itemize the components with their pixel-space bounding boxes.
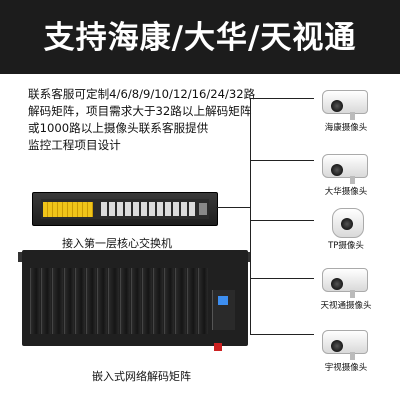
- card-slot: [30, 268, 41, 334]
- lan-port-icon: [218, 296, 228, 305]
- banner-title: 支持海康/大华/天视通: [43, 20, 357, 56]
- card-slot: [41, 268, 52, 334]
- switch-ports: [101, 202, 197, 216]
- camera-item: 宇视摄像头: [316, 326, 376, 384]
- card-slot: [119, 268, 130, 334]
- bullet-camera-icon: [322, 268, 368, 292]
- switch-caption: 接入第一层核心交换机: [62, 237, 172, 250]
- chassis-caption: 嵌入式网络解码矩阵: [92, 370, 191, 383]
- bullet-camera-icon: [322, 330, 368, 354]
- card-slot: [97, 268, 108, 334]
- card-slot: [130, 268, 141, 334]
- camera-item: 大华摄像头: [316, 150, 376, 208]
- description-line: 联系客服可定制4/6/8/9/10/12/16/24/32路: [28, 87, 256, 101]
- camera-item: 海康摄像头: [316, 86, 376, 144]
- connector-line: [250, 278, 314, 279]
- connector-line: [250, 98, 314, 99]
- network-switch-image: [32, 192, 218, 226]
- camera-label: 海康摄像头: [324, 123, 368, 133]
- controller-card: [212, 290, 235, 330]
- connector-line: [250, 160, 314, 161]
- header-banner: 支持海康/大华/天视通: [0, 0, 400, 74]
- card-slot: [63, 268, 74, 334]
- card-slot: [153, 268, 164, 334]
- card-slot: [164, 268, 175, 334]
- camera-item: 天视通摄像头: [316, 264, 376, 322]
- connector-line: [250, 220, 314, 221]
- description-text: 联系客服可定制4/6/8/9/10/12/16/24/32路 解码矩阵，项目需求…: [28, 86, 278, 154]
- camera-label: 宇视摄像头: [324, 363, 368, 373]
- camera-label: 大华摄像头: [324, 187, 368, 197]
- card-slot: [197, 268, 208, 334]
- description-line: 监控工程项目设计: [28, 138, 121, 152]
- description-line: 或1000路以上摄像头联系客服提供: [28, 121, 209, 135]
- switch-front-panel: [41, 199, 209, 219]
- card-slot: [175, 268, 186, 334]
- power-switch-icon: [214, 343, 222, 351]
- bullet-camera-icon: [322, 154, 368, 178]
- connector-line: [250, 334, 314, 335]
- connector-line: [216, 207, 250, 208]
- card-slot: [108, 268, 119, 334]
- bullet-camera-icon: [322, 90, 368, 114]
- card-slot: [52, 268, 63, 334]
- camera-item: TP摄像头: [316, 204, 376, 262]
- description-line: 解码矩阵，项目需求大于32路以上解码矩阵: [28, 104, 252, 118]
- camera-label: TP摄像头: [328, 241, 364, 251]
- card-slot: [186, 268, 197, 334]
- card-slot: [141, 268, 153, 334]
- chassis-card-slots: [30, 268, 208, 334]
- connector-line: [250, 98, 251, 334]
- card-slot: [74, 268, 85, 334]
- switch-sfp-port: [199, 203, 207, 215]
- dome-camera-icon: [332, 208, 364, 238]
- switch-label-panel: [43, 202, 93, 217]
- card-slot: [85, 268, 97, 334]
- camera-label: 天视通摄像头: [320, 301, 372, 311]
